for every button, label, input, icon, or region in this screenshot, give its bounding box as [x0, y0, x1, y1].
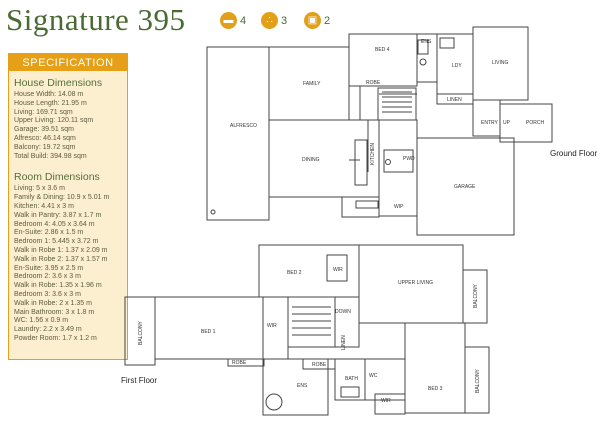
room-label: FAMILY — [303, 81, 321, 87]
room-label: ALFRESCO — [230, 123, 257, 129]
room-label: ROBE — [232, 360, 247, 366]
room-dim-row: Bedroom 1: 5.445 x 3.72 m — [14, 238, 99, 246]
bathroom-count: ∴ 3 — [261, 12, 287, 29]
room-label: BALCONY — [475, 368, 481, 393]
room-dim-row: Main Bathroom: 3 x 1.8 m — [14, 308, 95, 316]
room-label: PWD — [403, 156, 415, 162]
room-label: WIR — [267, 323, 277, 329]
room-dim-row: Walk in Robe 2: 1.37 x 1.57 m — [14, 255, 108, 263]
room-label: ENS — [297, 383, 308, 389]
room-dim-row: Walk in Pantry: 3.87 x 1.7 m — [14, 211, 102, 219]
room-dim-row: Walk in Robe: 1.35 x 1.96 m — [14, 282, 102, 290]
garage-count: ▣ 2 — [304, 12, 330, 29]
room-dim-row: Laundry: 2.2 x 3.49 m — [14, 326, 82, 334]
room-dim-row: Living: 5 x 3.6 m — [14, 185, 65, 193]
plan-title: Signature 395 — [6, 2, 186, 37]
room-dim-row: WC: 1.56 x 0.9 m — [14, 317, 69, 325]
room-label: WC — [369, 373, 378, 379]
room-dim-row: Family & Dining: 10.9 x 5.01 m — [14, 194, 110, 202]
house-dim-row: House Length: 21.95 m — [14, 99, 87, 107]
ground-floor-labels: ALFRESCO FAMILY BED 4 ENS LDY LIVING ROB… — [230, 39, 544, 210]
house-dim-row: House Width: 14.08 m — [14, 91, 84, 98]
room-label: PORCH — [526, 120, 544, 126]
room-label: BALCONY — [138, 320, 144, 345]
room-label: GARAGE — [454, 184, 476, 190]
room-label: BED 1 — [201, 329, 216, 335]
room-label: KITCHEN — [370, 143, 376, 165]
room-label: BED 2 — [287, 270, 302, 276]
first-floor-plan — [124, 244, 490, 416]
car-icon: ▣ — [304, 12, 321, 29]
room-label: LDY — [452, 63, 462, 69]
room-label: ROBE — [366, 80, 381, 86]
room-label: UPPER LIVING — [398, 280, 433, 286]
room-label: WIR — [333, 267, 343, 273]
room-label: DINING — [302, 157, 320, 163]
first-floor-label: First Floor — [121, 376, 157, 385]
room-label: ROBE — [312, 362, 327, 368]
room-dim-row: Bedroom 4: 4.05 x 3.64 m — [14, 220, 95, 228]
first-floor-labels: BED 2 WIR UPPER LIVING BALCONY DOWN BALC… — [138, 267, 481, 404]
house-dimensions-list: House Width: 14.08 m House Length: 21.95… — [9, 91, 127, 161]
room-label: BATH — [345, 376, 358, 382]
room-dim-row: Walk in Robe: 2 x 1.35 m — [14, 299, 92, 307]
shower-icon: ∴ — [261, 12, 278, 29]
room-label: WIP — [394, 204, 404, 210]
bedroom-count: ▬ 4 — [220, 12, 246, 29]
room-label: LIVING — [492, 60, 509, 66]
room-label: DOWN — [335, 309, 351, 315]
room-label: BED 4 — [375, 47, 390, 53]
room-dim-row: Bedroom 3: 3.6 x 3 m — [14, 290, 81, 298]
house-dim-row: Alfresco: 46.14 sqm — [14, 134, 76, 142]
room-label: ENS — [421, 39, 432, 45]
house-dim-row: Upper Living: 120.11 sqm — [14, 117, 94, 125]
room-label: LINEN — [341, 335, 347, 350]
room-label: LINEN — [447, 97, 462, 103]
ground-floor-plan — [206, 26, 553, 236]
room-dim-row: Powder Room: 1.7 x 1.2 m — [14, 334, 97, 342]
room-label: ENTRY — [481, 120, 499, 126]
house-dim-row: Balcony: 19.72 sqm — [14, 143, 76, 151]
room-dimensions-heading: Room Dimensions — [14, 171, 100, 184]
room-dim-row: En-Suite: 3.95 x 2.5 m — [14, 264, 84, 272]
room-dimensions-list: Living: 5 x 3.6 m Family & Dining: 10.9 … — [9, 185, 127, 343]
specification-panel: SPECIFICATION House Dimensions House Wid… — [8, 53, 128, 360]
house-dim-row: Living: 169.71 sqm — [14, 108, 73, 116]
room-label: BALCONY — [473, 283, 479, 308]
house-dim-row: Total Build: 394.98 sqm — [14, 152, 87, 160]
room-label: BED 3 — [428, 386, 443, 392]
room-dim-row: Kitchen: 4.41 x 3 m — [14, 202, 74, 210]
bed-icon: ▬ — [220, 12, 237, 29]
room-dim-row: Bedroom 2: 3.6 x 3 m — [14, 273, 81, 281]
room-dim-row: En-Suite: 2.86 x 1.5 m — [14, 229, 84, 237]
room-label: WIR — [381, 398, 391, 404]
house-dimensions-heading: House Dimensions — [14, 77, 103, 89]
room-label: UP — [503, 120, 511, 126]
ground-floor-label: Ground Floor — [550, 149, 598, 158]
room-dim-row: Walk in Robe 1: 1.37 x 2.09 m — [14, 246, 108, 254]
specification-heading: SPECIFICATION — [9, 54, 127, 71]
house-dim-row: Garage: 39.51 sqm — [14, 126, 74, 134]
